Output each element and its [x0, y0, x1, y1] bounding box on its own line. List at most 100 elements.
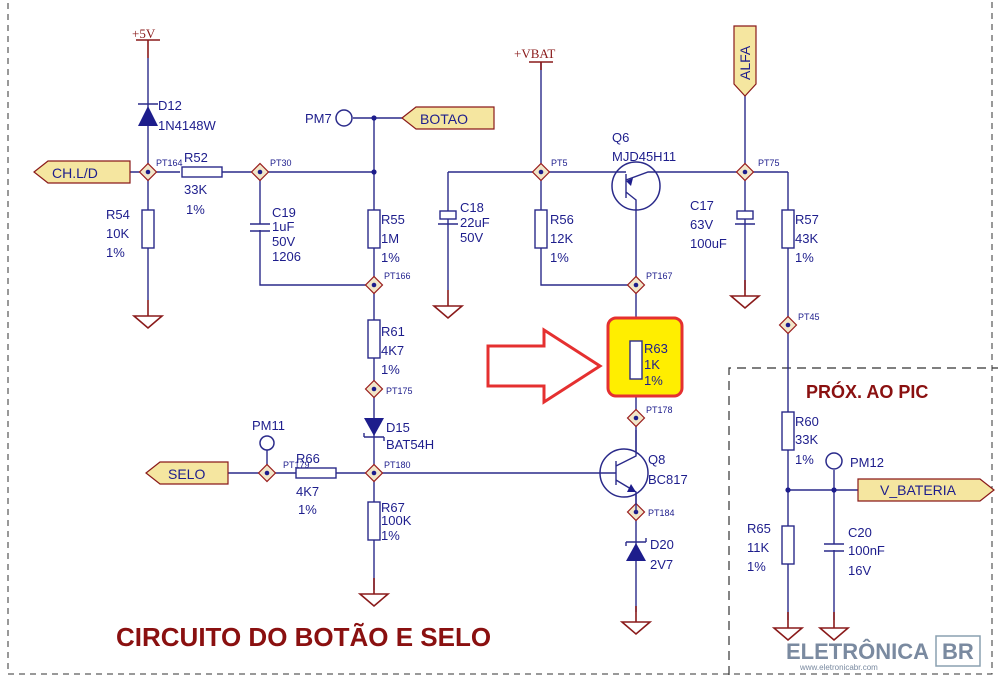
- svg-text:1uF: 1uF: [272, 219, 294, 234]
- svg-text:50V: 50V: [272, 234, 295, 249]
- svg-text:1%: 1%: [795, 250, 814, 265]
- svg-text:1%: 1%: [106, 245, 125, 260]
- svg-text:PT167: PT167: [646, 271, 673, 281]
- svg-text:R63: R63: [644, 341, 668, 356]
- svg-text:1%: 1%: [795, 452, 814, 467]
- resistor-r57: R57 43K 1%: [781, 209, 819, 265]
- ground-symbol: [819, 611, 849, 641]
- diode-d20: D20 2V7: [625, 537, 674, 572]
- capacitor-c18: C18 22uF 50V: [438, 200, 490, 245]
- svg-text:PT5: PT5: [551, 158, 568, 168]
- svg-text:PM11: PM11: [252, 418, 285, 433]
- resistor-r52: R52 33K 1%: [181, 150, 223, 217]
- resistor-r54: R54 10K 1%: [106, 207, 155, 260]
- svg-text:R56: R56: [550, 212, 574, 227]
- svg-text:10K: 10K: [106, 226, 129, 241]
- resistor-r67: R67 100K 1%: [367, 500, 412, 543]
- transistor-q8: Q8 BC817: [599, 430, 688, 512]
- svg-text:1N4148W: 1N4148W: [158, 118, 217, 133]
- svg-text:+5V: +5V: [132, 26, 156, 41]
- pad-pm11: PM11: [252, 418, 285, 451]
- svg-text:4K7: 4K7: [381, 343, 404, 358]
- svg-text:22uF: 22uF: [460, 215, 490, 230]
- svg-text:R67: R67: [381, 500, 405, 515]
- svg-text:R66: R66: [296, 451, 320, 466]
- svg-text:C17: C17: [690, 198, 714, 213]
- svg-text:C19: C19: [272, 205, 296, 220]
- svg-text:R60: R60: [795, 414, 819, 429]
- svg-text:PM12: PM12: [850, 455, 884, 470]
- svg-text:PT166: PT166: [384, 271, 411, 281]
- ground-symbol: [359, 577, 389, 607]
- svg-text:ELETRÔNICA: ELETRÔNICA: [786, 639, 929, 664]
- svg-text:BR: BR: [942, 639, 974, 664]
- power-5v: +5V: [132, 26, 160, 58]
- svg-text:PM7: PM7: [305, 111, 332, 126]
- diode-d15: D15 BAT54H: [363, 418, 434, 452]
- svg-text:SELO: SELO: [168, 466, 205, 482]
- svg-text:Q6: Q6: [612, 130, 629, 145]
- ground-symbol: [433, 289, 463, 319]
- svg-text:PT175: PT175: [386, 386, 413, 396]
- resistor-r55: R55 1M 1%: [367, 209, 405, 265]
- svg-text:PT164: PT164: [156, 158, 183, 168]
- svg-text:+VBAT: +VBAT: [514, 46, 555, 61]
- svg-text:CH.L/D: CH.L/D: [52, 165, 98, 181]
- svg-text:1%: 1%: [644, 373, 663, 388]
- svg-text:PT180: PT180: [384, 460, 411, 470]
- region-label: PRÓX. AO PIC: [806, 381, 928, 402]
- page-title: CIRCUITO DO BOTÃO E SELO: [116, 622, 491, 652]
- transistor-q6: Q6 MJD45H11: [611, 130, 676, 211]
- svg-text:16V: 16V: [848, 563, 871, 578]
- svg-text:D12: D12: [158, 98, 182, 113]
- svg-text:1%: 1%: [381, 362, 400, 377]
- svg-text:1%: 1%: [298, 502, 317, 517]
- svg-text:PT179: PT179: [283, 460, 310, 470]
- resistor-r61: R61 4K7 1%: [367, 319, 405, 377]
- svg-text:PT184: PT184: [648, 508, 675, 518]
- svg-text:33K: 33K: [795, 432, 818, 447]
- svg-text:R55: R55: [381, 212, 405, 227]
- ground-symbol: [621, 605, 651, 635]
- svg-text:Q8: Q8: [648, 452, 665, 467]
- svg-text:C20: C20: [848, 525, 872, 540]
- svg-text:PT30: PT30: [270, 158, 292, 168]
- diode-d12: D12 1N4148W: [138, 98, 217, 133]
- test-points: PT164 PT30 PT166 PT175 PT180 PT179 PT5 P…: [138, 158, 820, 522]
- resistor-r60: R60 33K 1%: [781, 411, 819, 467]
- svg-text:PT75: PT75: [758, 158, 780, 168]
- ground-symbol: [730, 279, 760, 309]
- resistor-r56: R56 12K 1%: [534, 209, 574, 265]
- svg-text:BC817: BC817: [648, 472, 688, 487]
- svg-text:BOTAO: BOTAO: [420, 111, 468, 127]
- port-botao: BOTAO: [401, 106, 495, 130]
- port-selo: SELO: [145, 461, 229, 485]
- svg-text:1%: 1%: [747, 559, 766, 574]
- svg-text:C18: C18: [460, 200, 484, 215]
- resistor-r66: R66 4K7 1%: [295, 451, 337, 517]
- resistor-r63-highlight: R63 1K 1%: [606, 316, 684, 398]
- svg-text:1%: 1%: [550, 250, 569, 265]
- svg-text:33K: 33K: [184, 182, 207, 197]
- svg-text:ALFA: ALFA: [737, 45, 753, 80]
- power-vbat: +VBAT: [514, 46, 555, 70]
- svg-text:1206: 1206: [272, 249, 301, 264]
- svg-text:100uF: 100uF: [690, 236, 727, 251]
- svg-text:100K: 100K: [381, 513, 412, 528]
- sheet-border: [7, 0, 993, 675]
- svg-text:1K: 1K: [644, 357, 660, 372]
- svg-text:43K: 43K: [795, 231, 818, 246]
- svg-text:R52: R52: [184, 150, 208, 165]
- svg-text:4K7: 4K7: [296, 484, 319, 499]
- port-v-bateria: V_BATERIA: [857, 478, 995, 502]
- svg-text:www.eletronicabr.com: www.eletronicabr.com: [799, 663, 878, 672]
- svg-text:11K: 11K: [747, 540, 769, 555]
- capacitor-c20: C20 100nF 16V: [824, 525, 885, 578]
- svg-text:V_BATERIA: V_BATERIA: [880, 482, 957, 498]
- svg-text:BAT54H: BAT54H: [386, 437, 434, 452]
- svg-text:12K: 12K: [550, 231, 573, 246]
- capacitor-c19: C19 1uF 50V 1206: [250, 205, 301, 264]
- svg-text:50V: 50V: [460, 230, 483, 245]
- port-alfa: ALFA: [733, 25, 757, 97]
